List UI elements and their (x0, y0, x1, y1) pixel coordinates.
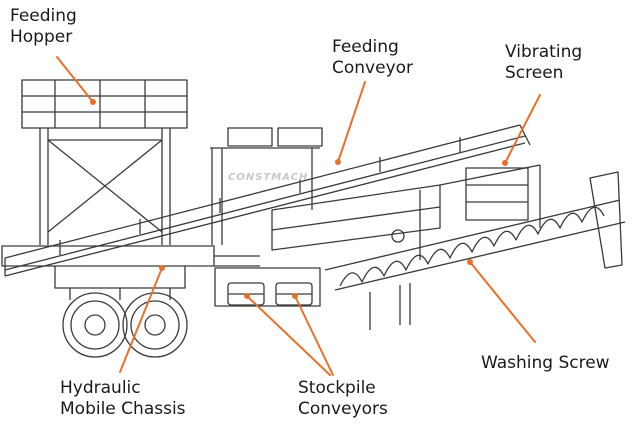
label-stockpile-conveyors: Stockpile Conveyors (298, 378, 388, 420)
chassis-frame-drawing (1, 245, 260, 300)
vibrating-screen-drawing (271, 164, 541, 260)
feeding-hopper-drawing (21, 79, 188, 245)
label-feeding-hopper-line-1: Feeding (10, 6, 77, 26)
leader-dot-screw (467, 259, 473, 265)
wheels-drawing (62, 292, 188, 358)
leader-stockpile-left (246, 295, 331, 376)
label-stockpile-line-2: Conveyors (298, 399, 388, 419)
label-vibrating-screen-line-2: Screen (505, 63, 564, 83)
watermark: CONSTMACH (228, 172, 308, 183)
label-hydraulic-mobile-chassis: Hydraulic Mobile Chassis (60, 378, 186, 420)
label-washing-screw: Washing Screw (481, 353, 610, 374)
leader-dot-hopper (90, 99, 96, 105)
label-hydraulic-line-1: Hydraulic (60, 378, 141, 398)
label-stockpile-line-1: Stockpile (298, 378, 376, 398)
label-feeding-conveyor-line-1: Feeding (332, 37, 399, 57)
label-vibrating-screen-line-1: Vibrating (505, 42, 583, 62)
leader-feeding-hopper (56, 56, 94, 103)
label-feeding-hopper: Feeding Hopper (10, 6, 77, 48)
leader-dot-chassis (159, 265, 165, 271)
leader-feeding-conveyor (337, 81, 366, 163)
center-tower-drawing (210, 127, 323, 307)
label-vibrating-screen: Vibrating Screen (505, 42, 582, 84)
leader-dot-conveyor (335, 159, 341, 165)
leader-dot-stockpile-right (292, 293, 298, 299)
label-washing-screw-line-1: Washing Screw (481, 353, 610, 373)
label-hydraulic-line-2: Mobile Chassis (60, 399, 186, 419)
leader-stockpile-right (294, 295, 334, 376)
leader-dot-screen (502, 160, 508, 166)
leader-washing-screw (469, 261, 536, 343)
feeding-conveyor-drawing (4, 124, 531, 277)
leader-vibrating-screen (504, 94, 541, 164)
leader-hydraulic-chassis (119, 267, 163, 373)
leader-dot-stockpile-left (244, 293, 250, 299)
label-feeding-hopper-line-2: Hopper (10, 27, 73, 47)
label-feeding-conveyor-line-2: Conveyor (332, 58, 414, 78)
washing-screw-drawing (324, 171, 626, 330)
label-feeding-conveyor: Feeding Conveyor (332, 37, 413, 79)
